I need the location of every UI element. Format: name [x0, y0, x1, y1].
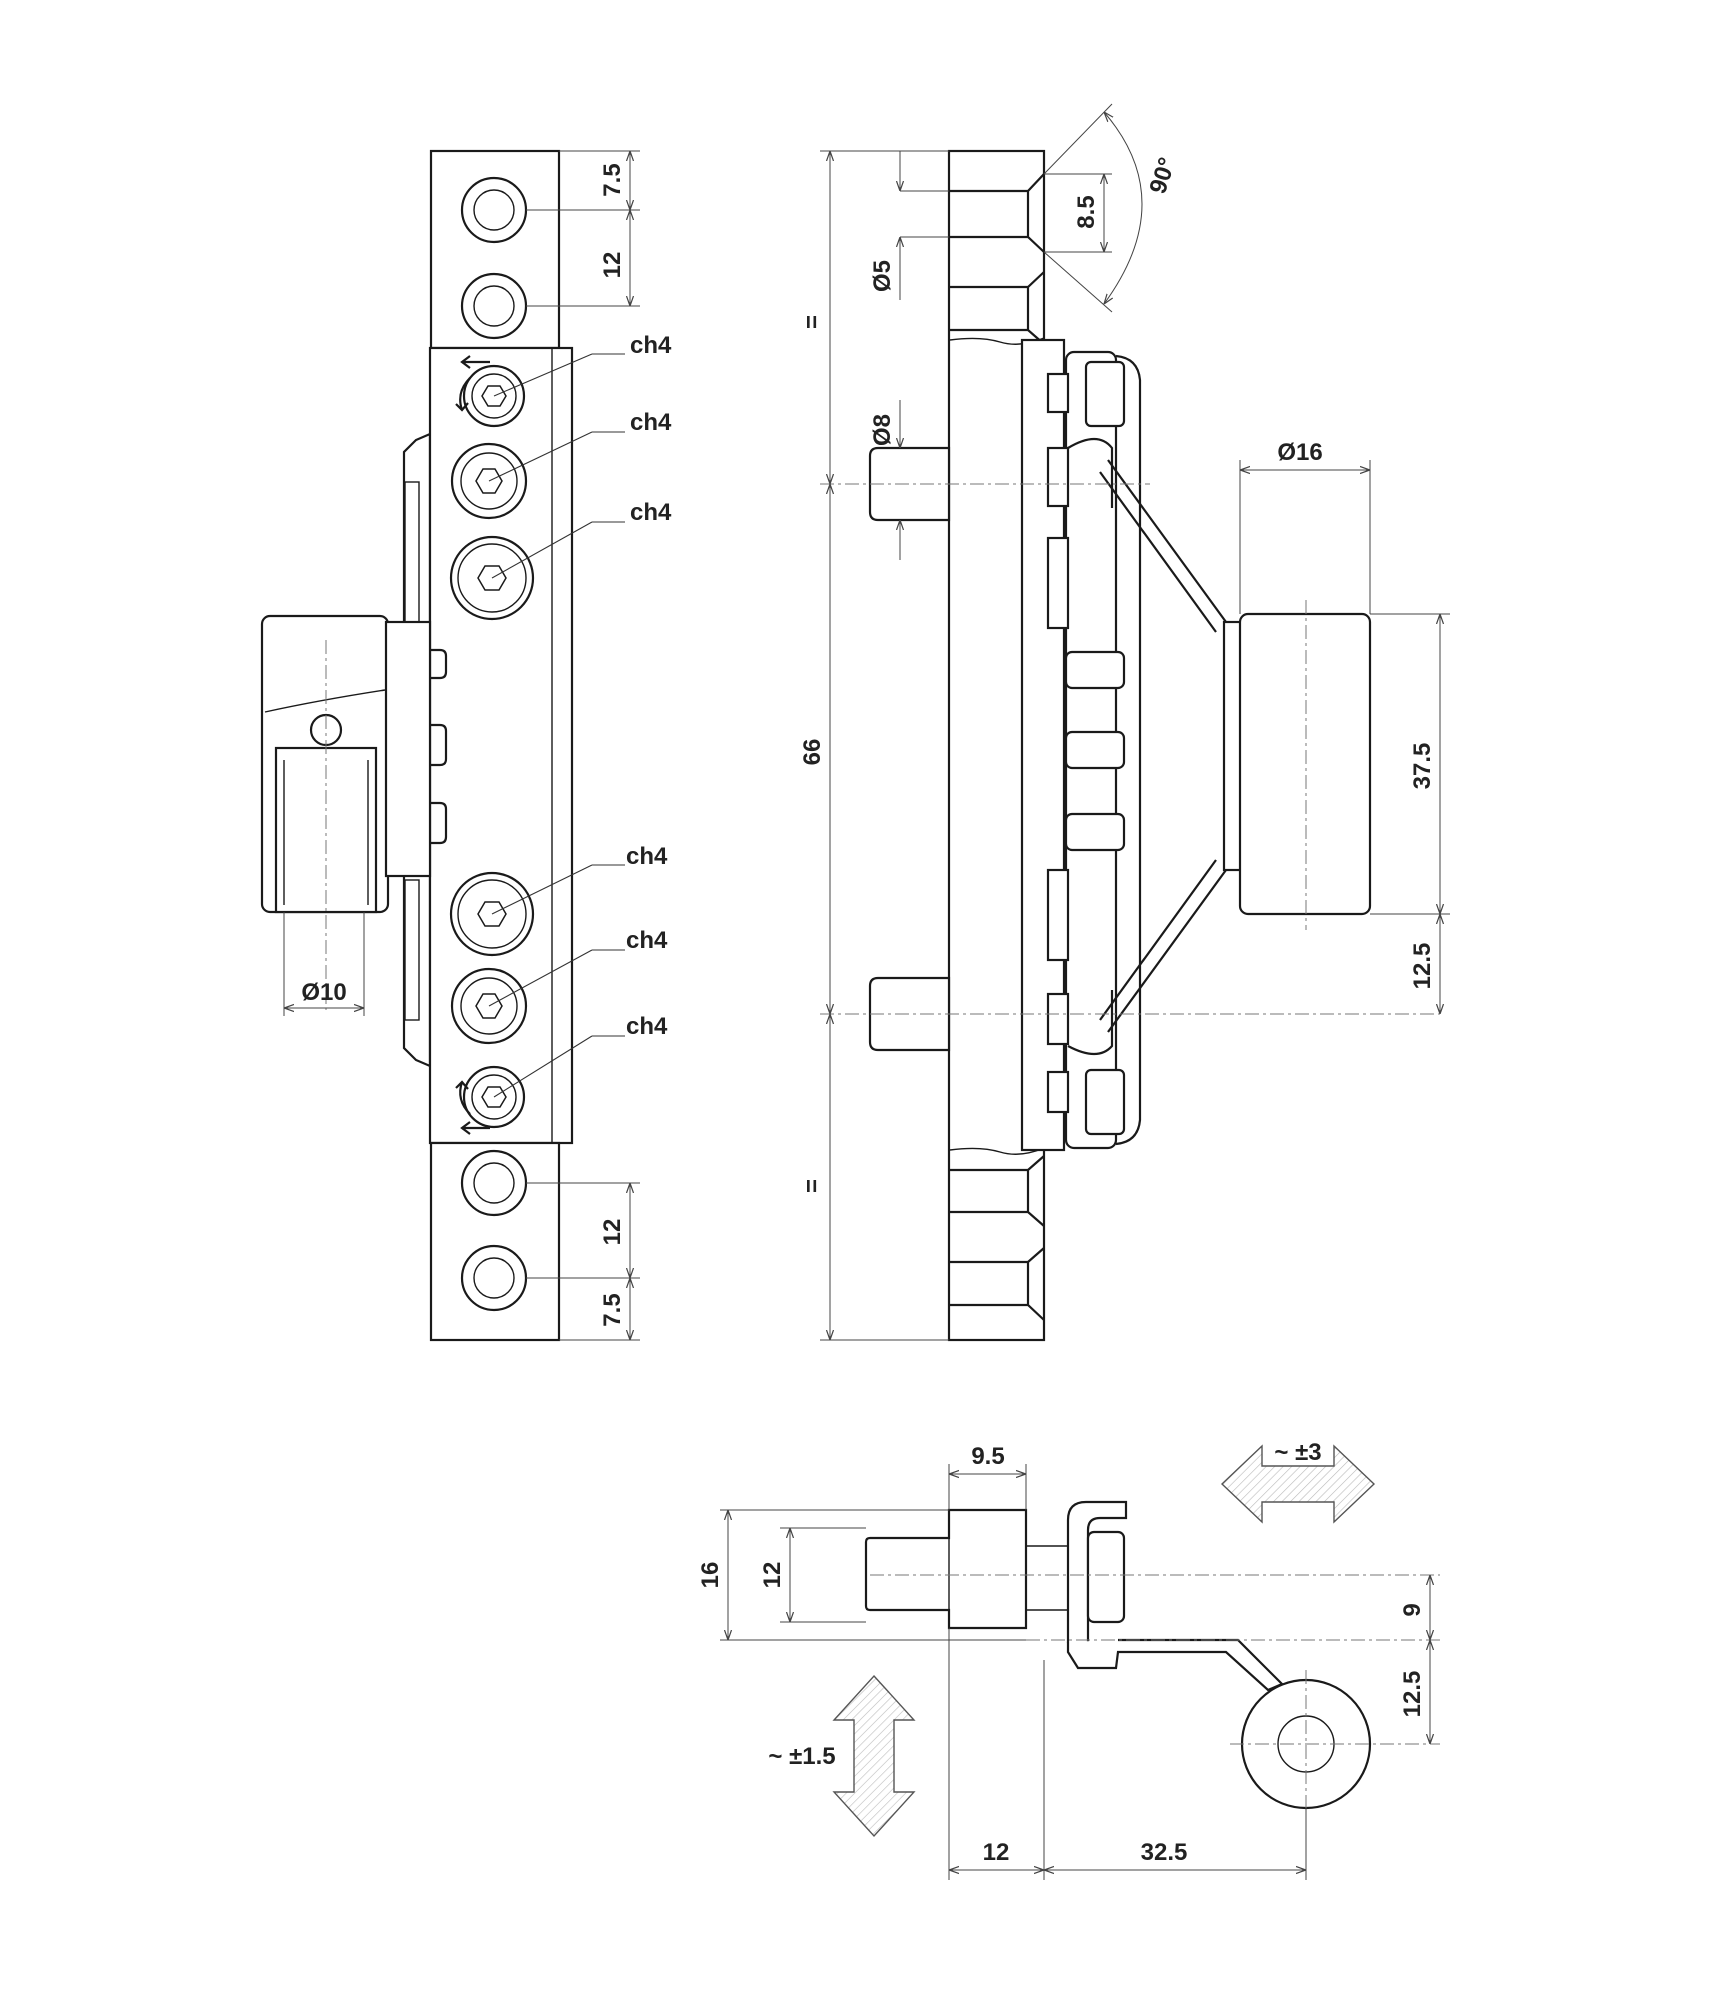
- dim-side-pin-diameter: Ø8: [869, 414, 896, 446]
- dim-equal-top: =: [799, 315, 826, 329]
- roller: [1238, 612, 1372, 916]
- dim-top-7-5: 7.5: [599, 163, 626, 196]
- body-height-dimensions: 16 12: [697, 1509, 1026, 1641]
- front-bottom-dimensions: 12 7.5: [526, 1182, 640, 1341]
- side-view: 90° 8.5 Ø5 Ø8 =: [799, 103, 1450, 1342]
- countersink-angle-dimension: 90°: [1043, 103, 1181, 313]
- arm-dimensions: 9 12.5: [1399, 1575, 1430, 1744]
- vertical-adjust-arrow-icon: [832, 1674, 916, 1838]
- hole-diameter-dimension: Ø5: [869, 151, 949, 300]
- bottom-hole-2: [460, 1244, 528, 1312]
- dim-bottom-12: 12: [599, 1219, 626, 1246]
- roller-length-dimension: 37.5 12.5: [1370, 613, 1450, 1014]
- dim-plate-width: 12: [983, 1839, 1010, 1866]
- dim-body-height-inner: 12: [759, 1562, 786, 1589]
- rib-slot-lower: [404, 879, 420, 1021]
- horizontal-adjust-arrow-icon: [1220, 1444, 1376, 1524]
- dim-arm-offset: 12.5: [1399, 1671, 1426, 1718]
- screw-label-1: ch4: [630, 332, 672, 359]
- dim-countersink-angle: 90°: [1144, 154, 1181, 197]
- rotate-arrow-icon-bottom: [455, 1080, 490, 1135]
- dim-arm-reach: 32.5: [1141, 1839, 1188, 1866]
- dim-roller-diameter: Ø16: [1277, 439, 1322, 466]
- front-view: 7.5 12 12 7.5 Ø10 ch4 ch4: [260, 149, 672, 1342]
- dim-horizontal-adjust: ~ ±3: [1274, 1439, 1321, 1466]
- upper-pin: [868, 446, 951, 522]
- dim-hole-diameter: Ø5: [869, 260, 896, 292]
- dim-pin-diameter: Ø10: [301, 979, 346, 1006]
- dim-top-12: 12: [599, 252, 626, 279]
- dim-vertical-adjust: ~ ±1.5: [768, 1743, 835, 1770]
- plate-offset-dimension: 9.5: [948, 1443, 1027, 1510]
- bottom-hole-1: [460, 1149, 528, 1217]
- top-hole-1: [460, 176, 528, 244]
- screw-leaders: [488, 353, 625, 1098]
- front-pin-diameter-dimension: Ø10: [283, 912, 365, 1016]
- top-hole-2: [460, 272, 528, 340]
- screw-label-2: ch4: [630, 409, 672, 436]
- pin-neck: [384, 620, 432, 878]
- dim-roller-length: 37.5: [1409, 743, 1436, 790]
- plan-body: [864, 1508, 1028, 1630]
- dim-countersink-depth: 8.5: [1073, 195, 1100, 228]
- lower-pin: [868, 976, 951, 1052]
- upper-arm: [1099, 459, 1241, 633]
- screw-label-4: ch4: [626, 843, 668, 870]
- front-top-dimensions: 7.5 12: [526, 150, 640, 307]
- plan-arm: [1066, 1638, 1284, 1692]
- dim-body-height-outer: 16: [697, 1562, 724, 1589]
- dim-bottom-7-5: 7.5: [599, 1293, 626, 1326]
- dim-equal-bottom: =: [799, 1179, 826, 1193]
- lower-arm: [1099, 859, 1241, 1033]
- dim-overall-length: 66: [799, 739, 826, 766]
- screw-label-6: ch4: [626, 1013, 668, 1040]
- dim-plate-offset: 9.5: [971, 1443, 1004, 1470]
- dim-roller-offset: 12.5: [1409, 943, 1436, 990]
- screw-label-3: ch4: [630, 499, 672, 526]
- dim-arm-height: 9: [1399, 1603, 1426, 1616]
- roller-diameter-dimension: Ø16: [1239, 439, 1371, 614]
- overall-length-dimension: = 66 =: [799, 150, 949, 1341]
- screw-label-5: ch4: [626, 927, 668, 954]
- bottom-width-dimensions: 12 32.5: [948, 1628, 1307, 1880]
- pin-diameter-dimension: Ø8: [869, 400, 900, 560]
- countersink-depth-dimension: 8.5: [1044, 173, 1112, 253]
- plan-view: ~ ±3 ~ ±1.5 9.5 16 12 9 12.5: [697, 1439, 1440, 1880]
- rotate-arrow-icon-top: [455, 355, 490, 412]
